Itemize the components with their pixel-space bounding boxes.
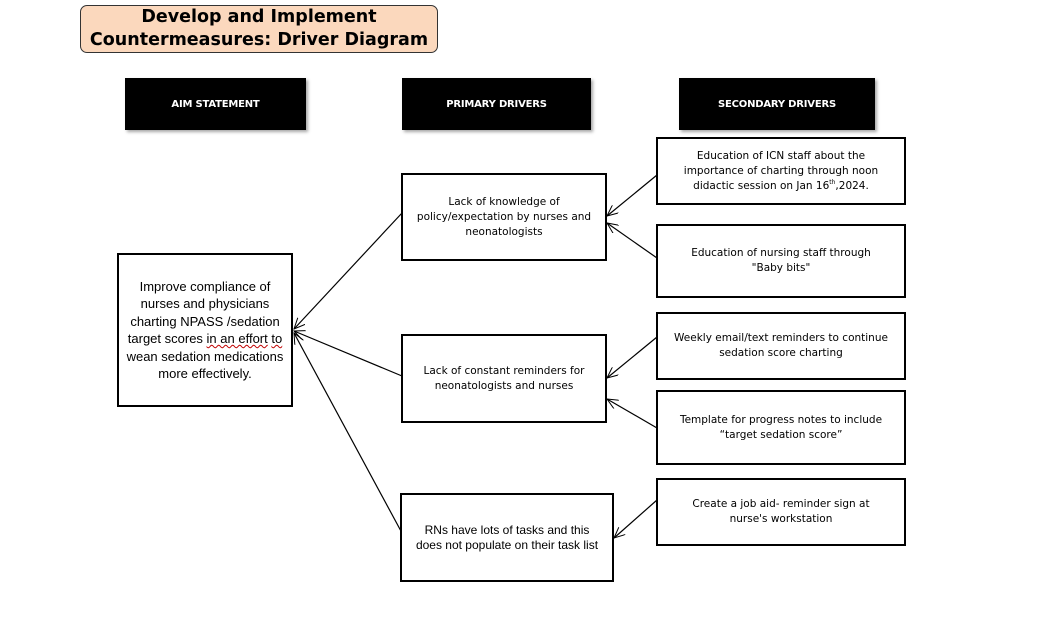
aim-statement-box: Improve compliance of nurses and physici… <box>117 253 293 407</box>
primary-driver-3: RNs have lots of tasks and this does not… <box>400 493 614 582</box>
secondary-driver-1: Education of ICN staff about the importa… <box>656 137 906 205</box>
header-secondary-drivers: SECONDARY DRIVERS <box>679 78 875 130</box>
header-primary-drivers: PRIMARY DRIVERS <box>402 78 591 130</box>
title-line-2: Countermeasures: Driver Diagram <box>89 30 429 50</box>
arrow-secondary-5-to-primary-3 <box>614 499 658 538</box>
arrow-primary-1-to-aim <box>294 212 403 329</box>
arrow-primary-2-to-aim <box>294 331 403 377</box>
header-aim-statement: AIM STATEMENT <box>125 78 306 130</box>
primary-driver-1: Lack of knowledge of policy/expectation … <box>401 173 607 261</box>
arrow-secondary-1-to-primary-1 <box>607 174 658 216</box>
secondary-driver-4: Template for progress notes to include “… <box>656 390 906 465</box>
secondary-driver-3: Weekly email/text reminders to continue … <box>656 312 906 380</box>
arrow-secondary-3-to-primary-2 <box>607 336 658 378</box>
secondary-driver-5: Create a job aid- reminder sign at nurse… <box>656 478 906 546</box>
primary-driver-2: Lack of constant reminders for neonatolo… <box>401 334 607 423</box>
diagram-title: Develop and Implement Countermeasures: D… <box>80 5 438 53</box>
title-line-1: Develop and Implement <box>141 7 377 27</box>
arrow-secondary-4-to-primary-2 <box>607 399 658 429</box>
secondary-driver-2: Education of nursing staff through "Baby… <box>656 224 906 298</box>
arrow-primary-3-to-aim <box>294 333 403 534</box>
aim-statement-text: Improve compliance of nurses and physici… <box>126 278 284 382</box>
arrow-secondary-2-to-primary-1 <box>607 223 658 259</box>
